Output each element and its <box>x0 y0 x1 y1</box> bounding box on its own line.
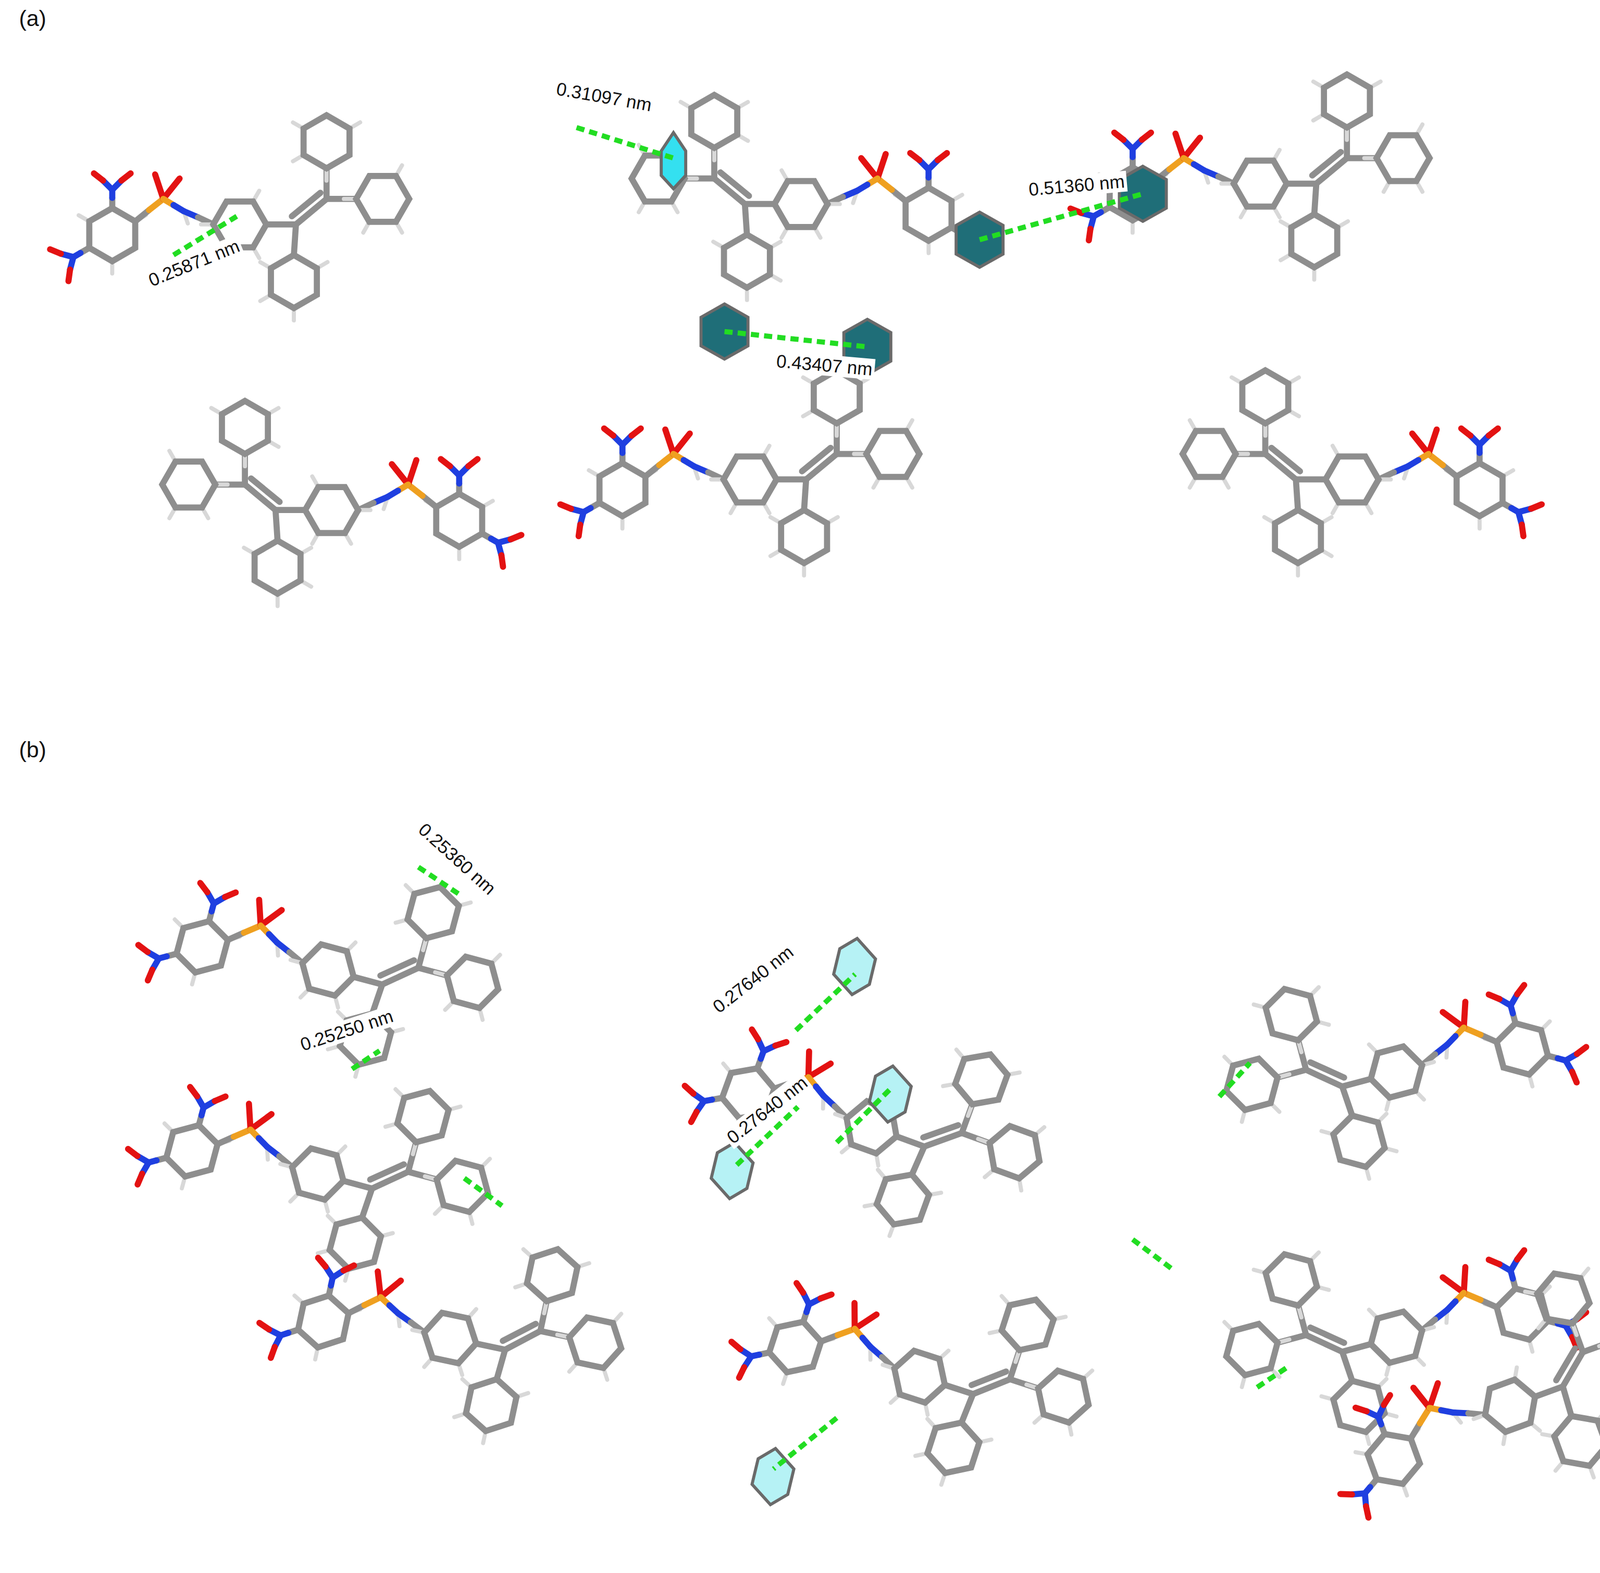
distance-label: 0.25250 nm <box>295 1005 399 1057</box>
distance-label: 0.31097 nm <box>552 77 656 116</box>
panel-letter: (a) <box>16 5 49 32</box>
distance-label: 0.27640 nm <box>707 940 800 1019</box>
panel-letter: (b) <box>16 737 49 763</box>
distance-label: 0.25871 nm <box>143 234 245 293</box>
